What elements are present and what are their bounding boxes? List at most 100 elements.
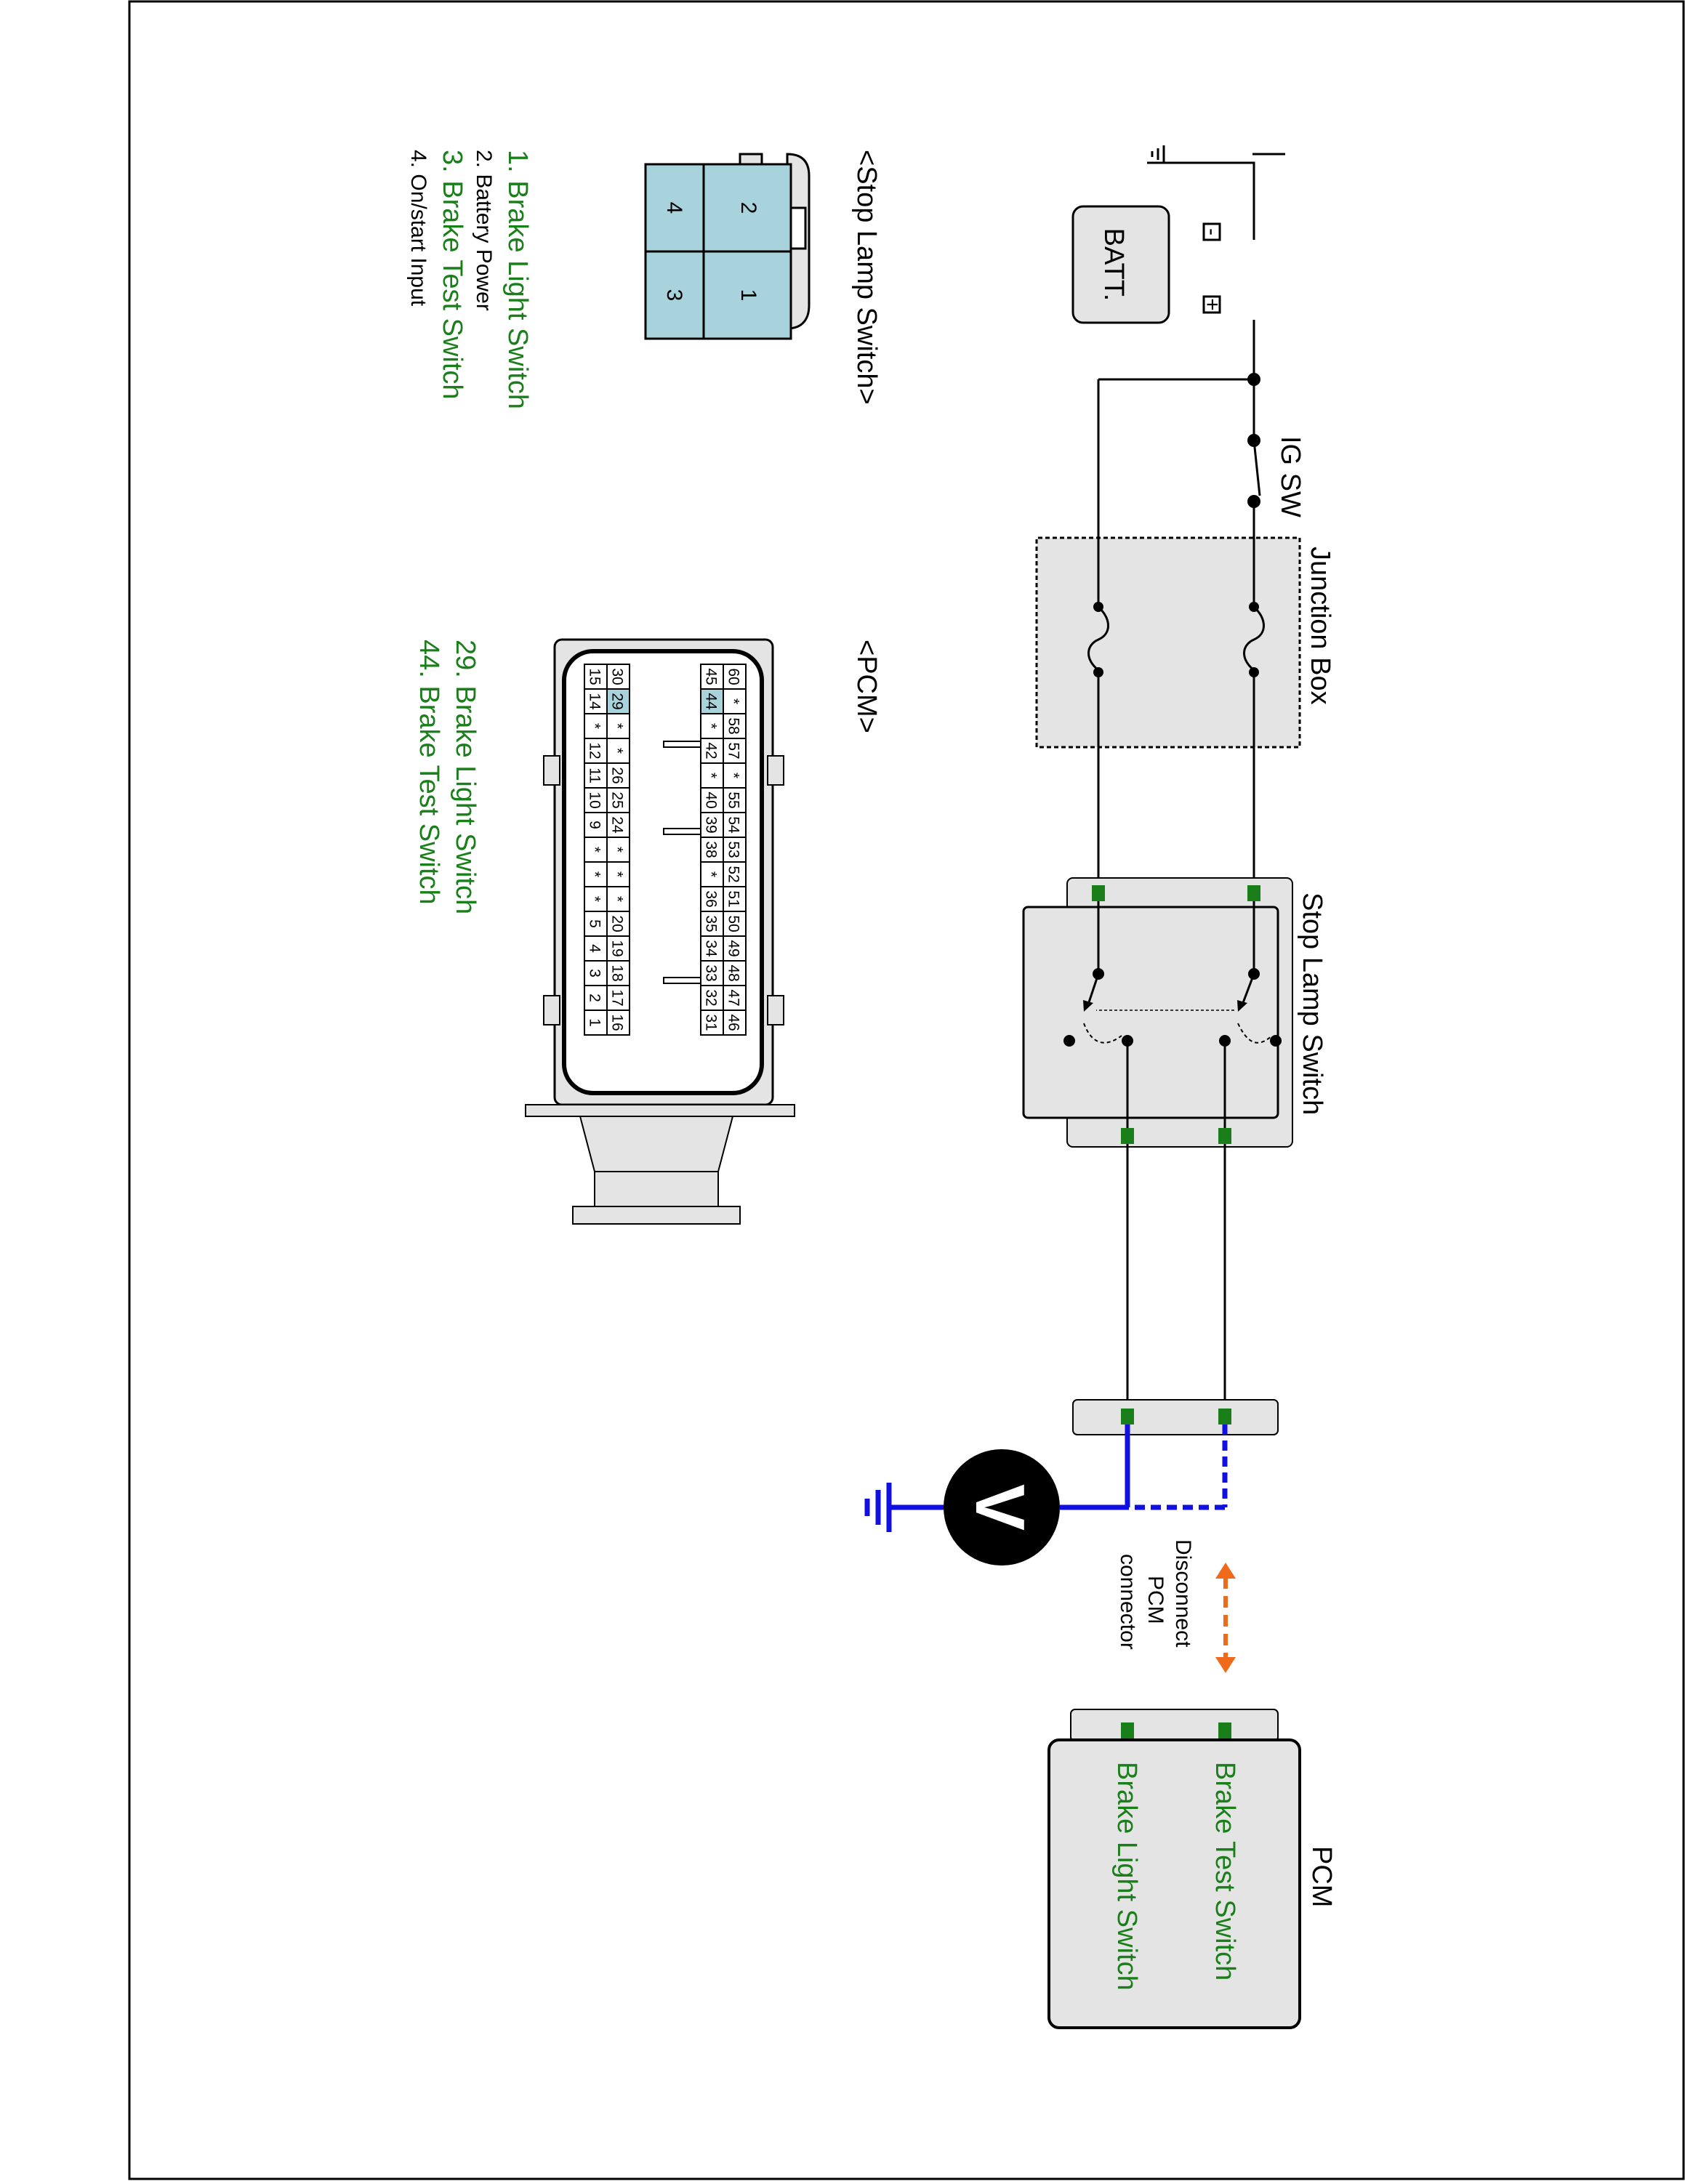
stop-lamp-pin-3: 3. Brake Test Switch bbox=[437, 150, 467, 400]
pcm-pin-number: 1 bbox=[587, 1018, 603, 1027]
terminal bbox=[1121, 1409, 1134, 1425]
disconnect-note: Disconnect PCM connector bbox=[1116, 1539, 1236, 1673]
voltmeter-probe: V bbox=[864, 1425, 1228, 1566]
pcm-pin-number: * bbox=[703, 723, 720, 729]
pcm-pin-number: 52 bbox=[725, 866, 742, 882]
pcm-pin-number: 51 bbox=[725, 890, 742, 907]
disconnect-line-1: Disconnect bbox=[1171, 1539, 1195, 1648]
pcm-pin-number: * bbox=[703, 871, 720, 877]
stop-lamp-connector-title: <Stop Lamp Switch> bbox=[851, 150, 882, 405]
pcm-pin-number: 3 bbox=[587, 969, 603, 978]
pcm-pin-cell bbox=[584, 1010, 608, 1036]
pcm-connector-title: <PCM> bbox=[851, 640, 882, 733]
terminal bbox=[1218, 1722, 1231, 1738]
page-border bbox=[128, 0, 1685, 2180]
pcm-pin-number: 42 bbox=[703, 742, 720, 759]
pcm-pin-number: * bbox=[587, 847, 603, 853]
stop-lamp-switch: Stop Lamp Switch bbox=[1022, 877, 1327, 1148]
terminal bbox=[1121, 1128, 1134, 1144]
pcm-pin-number: 57 bbox=[725, 742, 742, 759]
pcm-pin-number: * bbox=[609, 748, 626, 754]
pcm-pin-number: 24 bbox=[609, 816, 626, 834]
pcm-pin-number: 15 bbox=[587, 668, 603, 685]
junction-box: Junction Box bbox=[1035, 536, 1335, 749]
pcm-pin-number: 44 bbox=[703, 693, 720, 710]
ig-switch: IG SW bbox=[1247, 379, 1306, 517]
stop-lamp-switch-label: Stop Lamp Switch bbox=[1297, 892, 1327, 1115]
pcm-pin-29: 29. Brake Light Switch bbox=[450, 640, 480, 914]
battery: - + BATT. bbox=[1071, 145, 1285, 324]
terminal bbox=[1218, 1128, 1231, 1144]
pcm-pin-number: 45 bbox=[703, 668, 720, 685]
pcm-harness-connector bbox=[1072, 1399, 1279, 1435]
pcm-pin-number: 26 bbox=[609, 767, 626, 783]
voltmeter-symbol: V bbox=[961, 1484, 1039, 1531]
stop-lamp-pin-1: 1. Brake Light Switch bbox=[502, 150, 533, 409]
terminal bbox=[1121, 1722, 1134, 1738]
disconnect-line-2: PCM bbox=[1143, 1576, 1167, 1624]
pcm-pin-number: 35 bbox=[703, 915, 720, 932]
cavity-1: 1 bbox=[736, 289, 760, 302]
battery-plus-label: + bbox=[1200, 298, 1224, 311]
ig-switch-label: IG SW bbox=[1275, 436, 1306, 517]
battery-minus-label: - bbox=[1200, 228, 1224, 235]
pcm-connector-view: <PCM> 60*5857*555453525150494847464544*4… bbox=[414, 638, 882, 1225]
pcm-module: PCM Brake Test Switch Brake Light Switch bbox=[1047, 1709, 1337, 2029]
pcm-pin-number: 16 bbox=[609, 1014, 626, 1031]
pcm-pin-number: 17 bbox=[609, 989, 626, 1006]
terminal bbox=[1092, 885, 1105, 901]
pcm-title: PCM bbox=[1306, 1846, 1337, 1907]
junction-box-label: Junction Box bbox=[1305, 547, 1335, 705]
stop-lamp-pin-4: 4. On/start Input bbox=[406, 150, 430, 307]
pcm-pin-number: 4 bbox=[587, 944, 603, 953]
cavity-3: 3 bbox=[662, 289, 686, 302]
pcm-pin-number: 31 bbox=[703, 1014, 720, 1031]
pcm-pin-number: 30 bbox=[609, 668, 626, 685]
pcm-pin-number: 53 bbox=[725, 841, 742, 858]
pcm-pin-number: * bbox=[609, 723, 626, 729]
cavity-2: 2 bbox=[736, 202, 760, 214]
pcm-pin-number: 58 bbox=[725, 717, 742, 734]
stop-lamp-connector-view: <Stop Lamp Switch> 2 1 4 3 1. Brake Ligh… bbox=[406, 150, 882, 409]
pcm-pin-number: 50 bbox=[725, 915, 742, 932]
pcm-pin-number: 36 bbox=[703, 890, 720, 907]
pcm-pin-number: 32 bbox=[703, 989, 720, 1006]
terminal bbox=[1247, 885, 1260, 901]
disconnect-line-3: connector bbox=[1116, 1554, 1140, 1650]
pcm-pin-number: 46 bbox=[725, 1014, 742, 1031]
pcm-pin-number: 39 bbox=[703, 816, 720, 833]
pcm-pin-number: 19 bbox=[609, 940, 626, 956]
pcm-pin-number: 5 bbox=[587, 919, 603, 928]
pcm-pin-number: * bbox=[587, 723, 603, 729]
pcm-pin-number: 11 bbox=[587, 767, 603, 783]
pcm-pin-number: 34 bbox=[703, 940, 720, 957]
pcm-input-brake-test: Brake Test Switch bbox=[1210, 1762, 1240, 1980]
stop-lamp-pin-2: 2. Battery Power bbox=[472, 150, 496, 311]
pcm-pin-number: 60 bbox=[725, 668, 742, 685]
pcm-pin-number: 29 bbox=[609, 693, 626, 709]
pcm-pin-number: 47 bbox=[725, 989, 742, 1006]
pcm-pin-number: 10 bbox=[587, 791, 603, 808]
pcm-pin-number: * bbox=[609, 847, 626, 853]
pcm-pin-number: 54 bbox=[725, 816, 742, 834]
pcm-input-brake-light: Brake Light Switch bbox=[1111, 1762, 1142, 1991]
pcm-pin-number: * bbox=[587, 871, 603, 877]
pcm-pin-number: 20 bbox=[609, 915, 626, 932]
pcm-pin-number: 48 bbox=[725, 964, 742, 981]
pcm-pin-number: 2 bbox=[587, 994, 603, 1002]
pcm-pin-number: * bbox=[587, 896, 603, 902]
pcm-pin-grid: 60*5857*555453525150494847464544*42*4039… bbox=[584, 664, 747, 1036]
pcm-pin-number: * bbox=[609, 871, 626, 877]
pcm-pin-number: 12 bbox=[587, 742, 603, 759]
pcm-pin-number: * bbox=[609, 896, 626, 902]
pcm-pin-number: 25 bbox=[609, 791, 626, 808]
cavity-4: 4 bbox=[662, 202, 686, 214]
pcm-pin-number: 49 bbox=[725, 940, 742, 956]
pcm-pin-number: 40 bbox=[703, 791, 720, 808]
terminal bbox=[1218, 1409, 1231, 1425]
pcm-pin-number: 18 bbox=[609, 964, 626, 981]
pcm-pin-cell bbox=[700, 1010, 724, 1036]
pcm-pin-number: 38 bbox=[703, 841, 720, 858]
battery-label: BATT. bbox=[1098, 228, 1129, 302]
